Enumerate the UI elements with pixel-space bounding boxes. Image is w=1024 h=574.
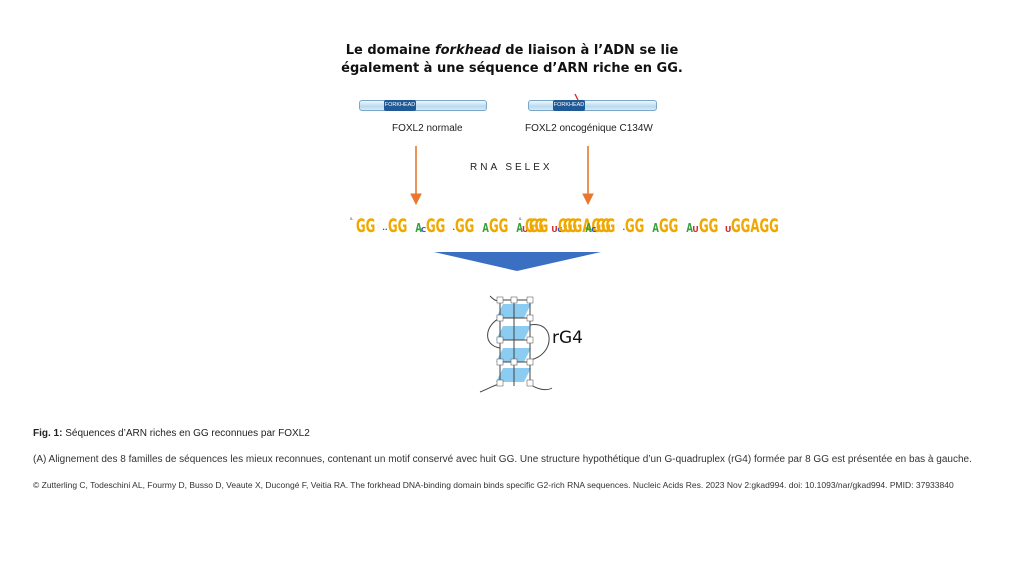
arrow-left <box>410 146 422 206</box>
structure-label: rG4 <box>552 328 583 348</box>
protein-bar-normal: FORKHEAD <box>359 100 487 111</box>
mutation-mark <box>574 93 579 101</box>
g-quadruplex-icon <box>479 295 553 393</box>
figure-title-line2: également à une séquence d’ARN riche en … <box>341 61 683 76</box>
arrow-right <box>582 146 594 206</box>
figure-title-italic: forkhead <box>434 43 501 58</box>
protein-label-normal: FOXL2 normale <box>392 123 463 134</box>
figure-title-part1: Le domaine <box>345 43 435 58</box>
protein-bar-oncogenic: FORKHEAD <box>528 100 657 111</box>
protein-label-oncogenic: FOXL2 oncogénique C134W <box>525 123 653 134</box>
logo-axis-tick: 0- <box>350 216 354 221</box>
figure-title-part2: de liaison à l’ADN se lie <box>500 43 679 58</box>
figure-title: Le domaine forkhead de liaison à l’ADN s… <box>320 42 704 78</box>
caption-body: (A) Alignement des 8 familles de séquenc… <box>33 454 972 465</box>
caption-title-text: Séquences d’ARN riches en GG reconnues p… <box>62 428 310 439</box>
caption-reference: © Zutterling C, Todeschini AL, Fourmy D,… <box>33 480 954 490</box>
funnel-triangle <box>434 252 601 271</box>
logo-axis-tick: 0- <box>519 216 523 221</box>
method-label: RNA SELEX <box>470 162 553 173</box>
forkhead-domain: FORKHEAD <box>553 100 585 111</box>
caption-title: Fig. 1: Séquences d’ARN riches en GG rec… <box>33 428 310 439</box>
forkhead-domain: FORKHEAD <box>384 100 416 111</box>
figure-number: Fig. 1: <box>33 428 63 439</box>
